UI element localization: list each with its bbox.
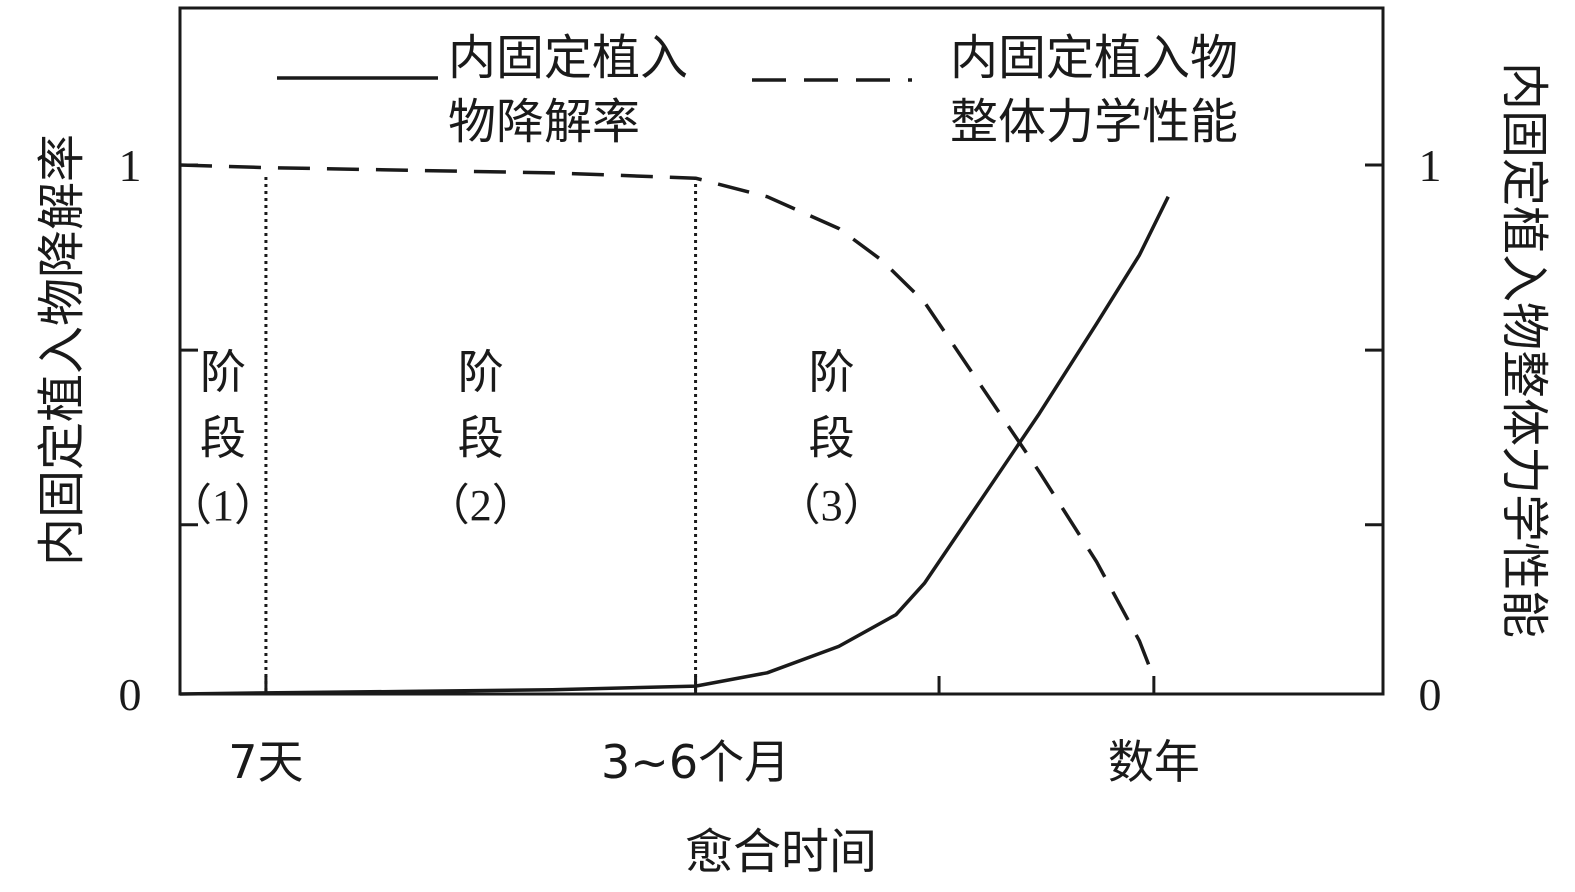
stage-2-label-line1: 阶 [458,345,504,399]
y-tick-label-left-1: 0 [119,669,142,720]
series-line-2 [179,163,1156,679]
x-axis-title: 愈合时间 [685,824,877,880]
stage-3-label-line2: 段 [809,411,855,465]
legend: 内固定植入 物降解率 内固定植入物 整体力学性能 [277,30,1238,150]
x-tick-label-1: 7天 [228,735,303,789]
series-layer [179,163,1170,696]
stage-2-label-line3: （2） [426,481,536,530]
stage-1-label-line2: 段 [200,411,246,465]
ticks-layer: 7天 3~6个月 数年 0 1 0 1 [119,140,1442,789]
stage-1-label-line3: （1） [168,481,278,530]
y-tick-label-left-2: 1 [119,140,142,191]
y-axis-title-left: 内固定植入物降解率 [34,134,90,566]
stage-dividers [264,177,698,694]
legend-label-dashed-line1: 内固定植入物 [950,30,1238,86]
legend-label-solid-line2: 物降解率 [448,94,640,150]
x-tick-label-2: 3~6个月 [601,735,790,789]
stage-labels: 阶段（1）阶段（2）阶段（3） [168,345,887,530]
stage-1-label-line1: 阶 [200,345,246,399]
stage-3-label-line1: 阶 [809,345,855,399]
legend-label-dashed-line2: 整体力学性能 [950,94,1238,150]
legend-label-solid-line1: 内固定植入 [448,30,688,86]
x-tick-label-4: 数年 [1108,735,1200,789]
y-tick-label-right-1: 0 [1419,669,1442,720]
stage-2-label-line2: 段 [458,411,504,465]
y-axis-title-right: 内固定植入物整体力学性能 [1496,62,1552,638]
stage-3-label-line3: （3） [777,481,887,530]
series-line-1 [179,195,1170,696]
y-tick-label-right-2: 1 [1419,140,1442,191]
